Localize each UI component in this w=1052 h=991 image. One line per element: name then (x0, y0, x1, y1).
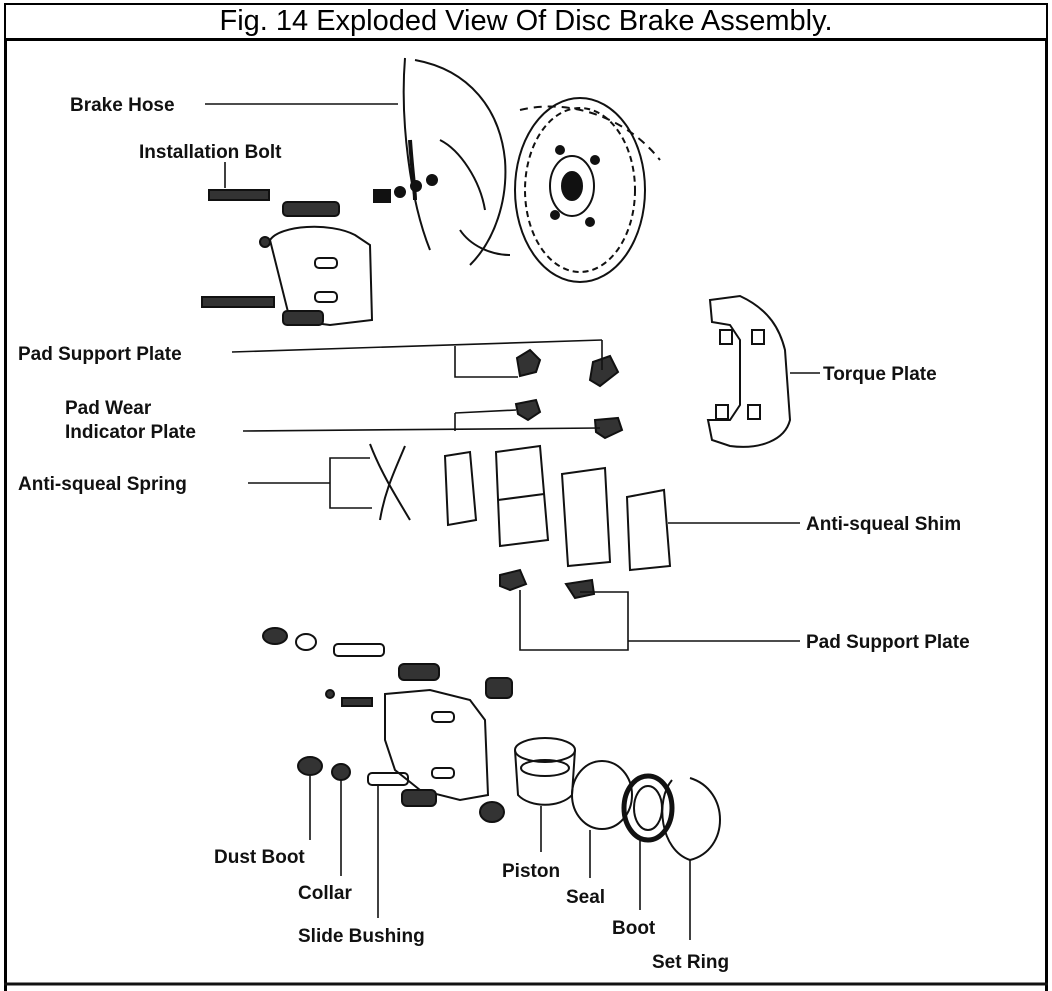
label-piston: Piston (502, 861, 560, 882)
label-torque-plate: Torque Plate (823, 364, 937, 385)
label-pad-wear-line2: Indicator Plate (65, 422, 196, 443)
title-bar: Fig. 14 Exploded View Of Disc Brake Asse… (4, 3, 1048, 41)
label-brake-hose: Brake Hose (70, 95, 175, 116)
pad-support-plate-1 (515, 348, 542, 378)
piston-drawing (514, 737, 576, 806)
label-pad-wear-line1: Pad Wear (65, 398, 152, 419)
spring-2 (379, 445, 406, 521)
wear-indicator-2 (593, 416, 624, 440)
label-anti-squeal-shim: Anti-squeal Shim (806, 514, 961, 535)
diagram-panel (4, 41, 1048, 991)
label-boot: Boot (612, 918, 656, 939)
label-seal: Seal (566, 887, 605, 908)
rotor-hub-drawing (373, 57, 661, 283)
lower-caliper-drawing (262, 627, 513, 823)
outer-pad (560, 466, 612, 568)
label-set-ring: Set Ring (652, 952, 729, 973)
pad-support-plate-2 (588, 354, 620, 388)
label-slide-bushing: Slide Bushing (298, 926, 425, 947)
label-collar: Collar (298, 883, 352, 904)
label-pad-support-plate-top: Pad Support Plate (18, 344, 182, 365)
label-anti-squeal-spring: Anti-squeal Spring (18, 474, 187, 495)
torque-plate-drawing (706, 294, 792, 448)
seal-ring (571, 760, 633, 830)
spring-1 (369, 443, 411, 521)
label-installation-bolt: Installation Bolt (139, 142, 282, 163)
upper-caliper-drawing (201, 189, 374, 327)
label-pad-support-plate-bottom: Pad Support Plate (806, 632, 970, 653)
inner-shim (443, 450, 478, 527)
inner-pad (494, 444, 550, 548)
set-ring (661, 777, 721, 862)
figure-title: Fig. 14 Exploded View Of Disc Brake Asse… (219, 5, 833, 37)
wear-indicator-1 (514, 398, 542, 422)
label-dust-boot: Dust Boot (214, 847, 305, 868)
outer-shim (625, 488, 672, 572)
